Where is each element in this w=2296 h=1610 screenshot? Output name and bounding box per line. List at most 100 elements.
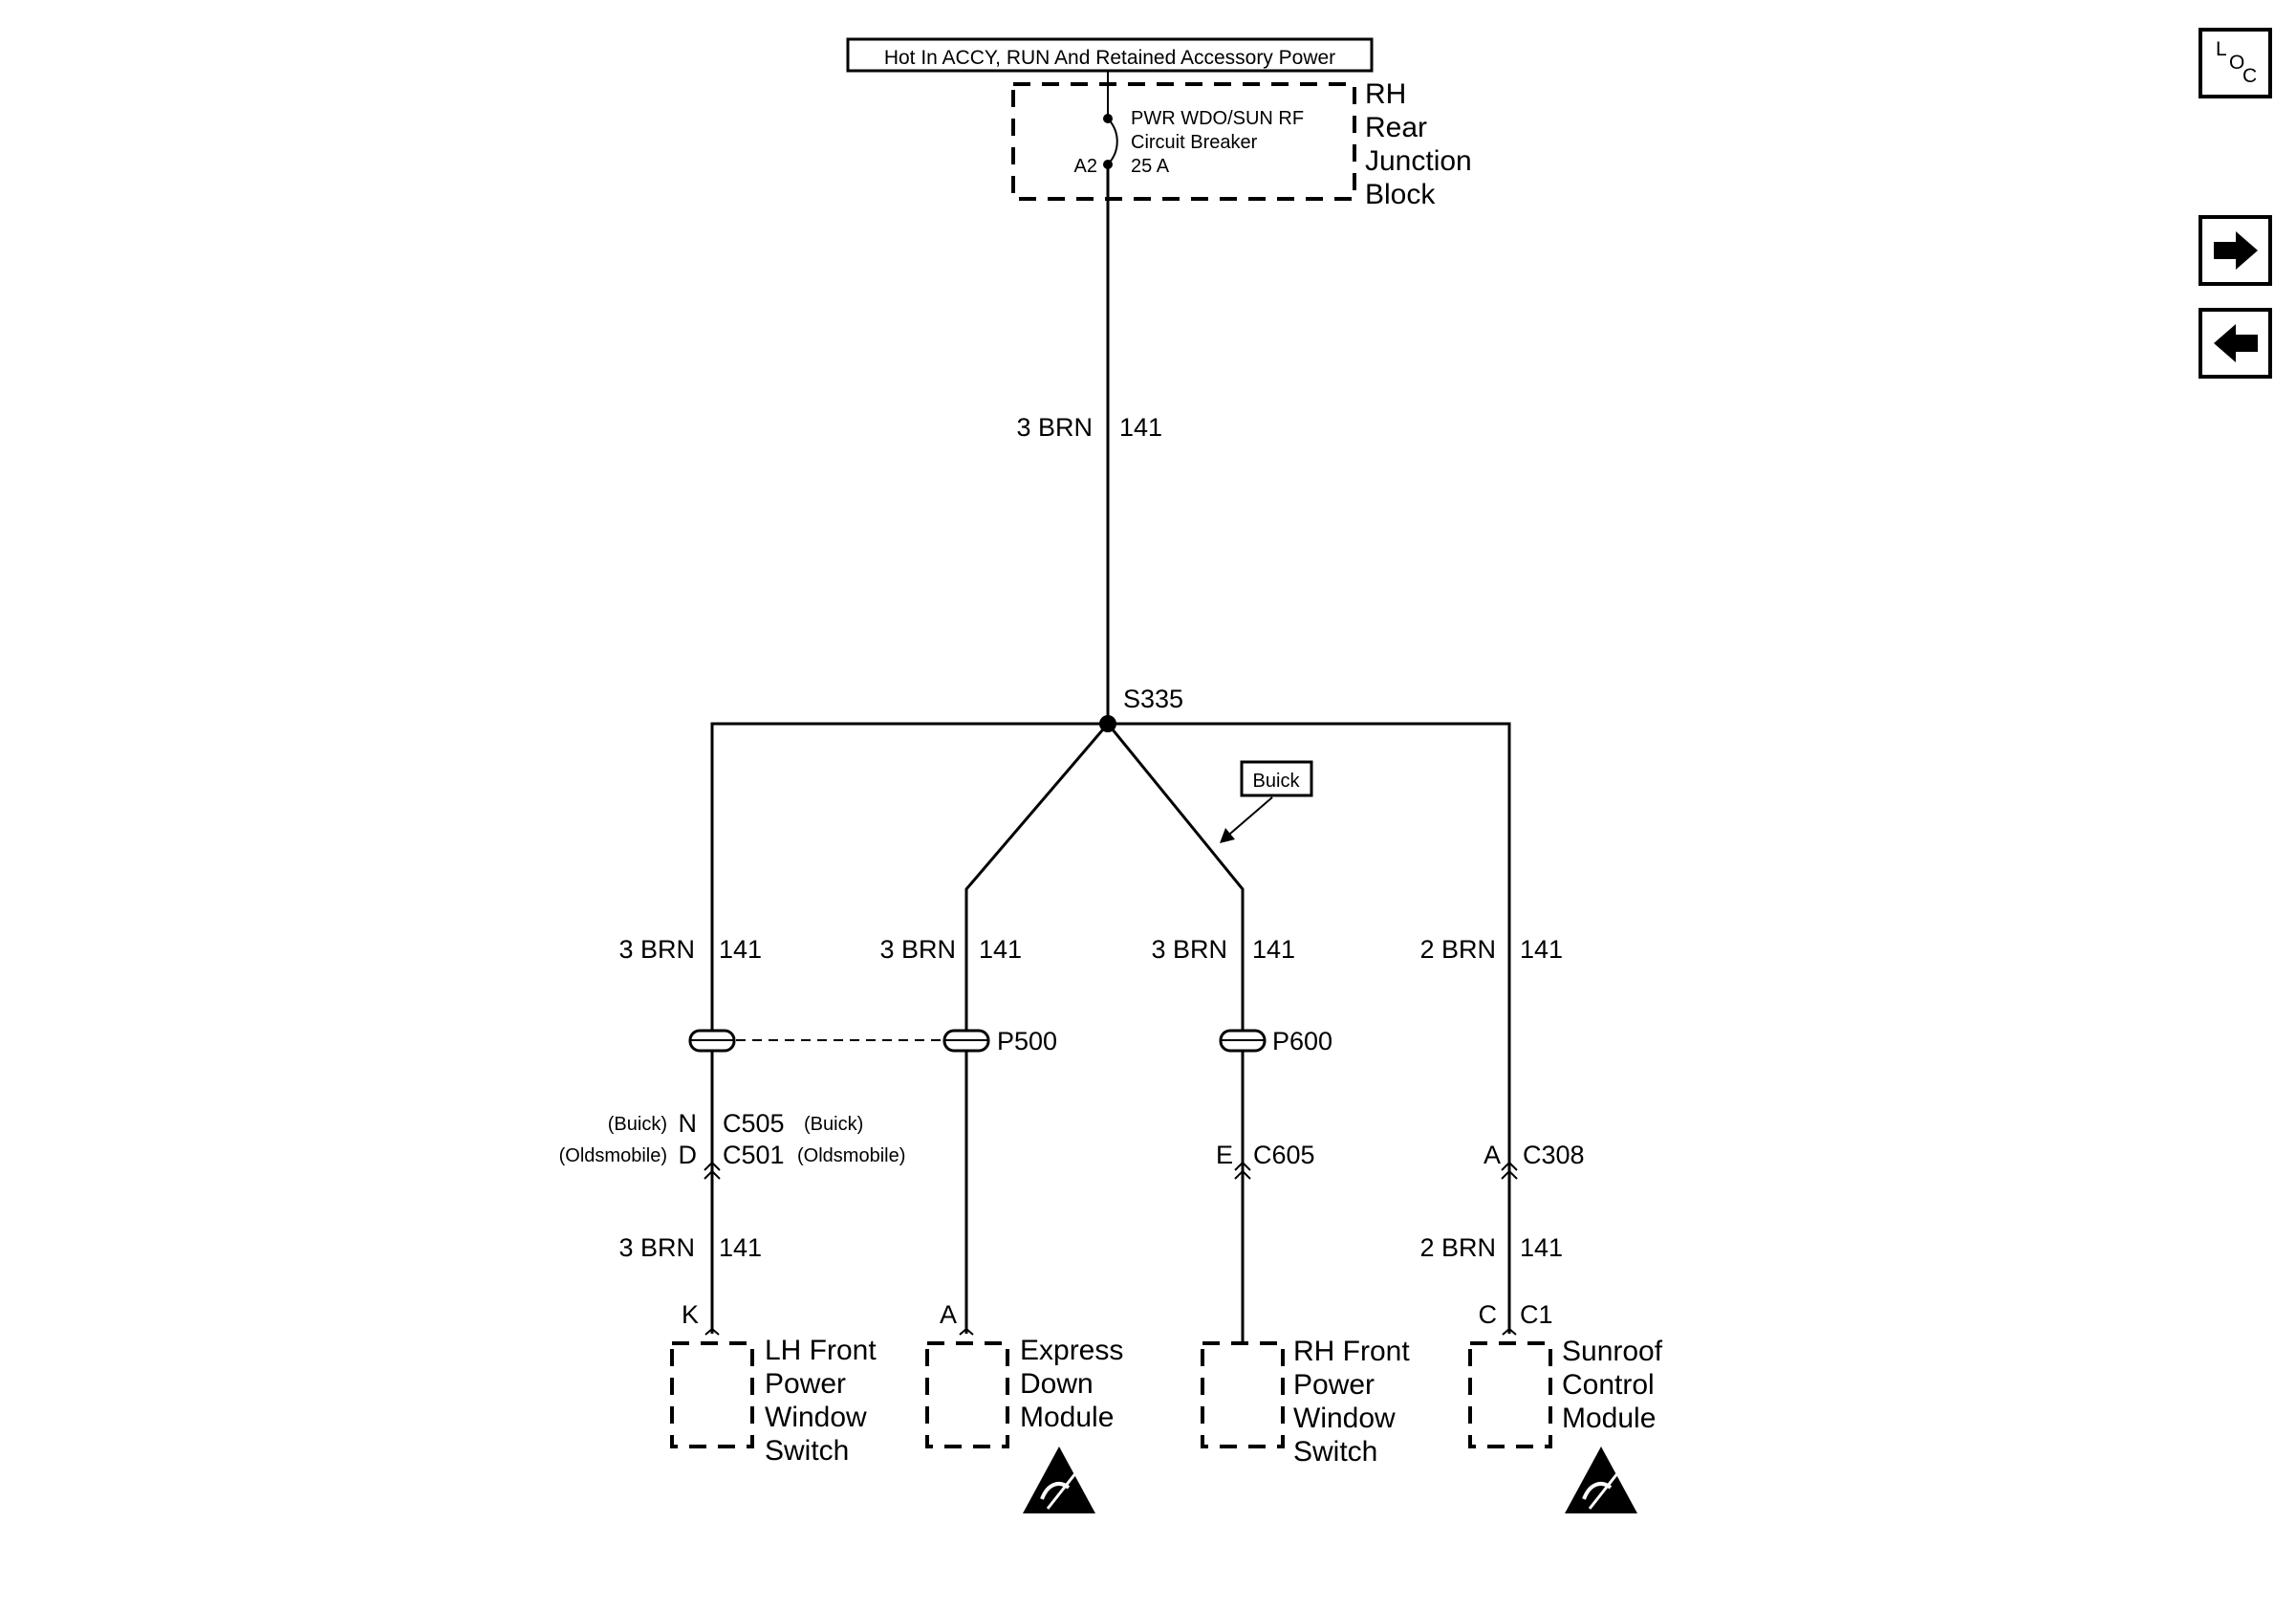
loc-button-frame — [2199, 28, 2272, 98]
express-component-pin: A — [940, 1300, 957, 1329]
loc-letter-c: C — [2242, 65, 2257, 87]
rh-conn: C605 — [1253, 1141, 1315, 1169]
rh-component-line-4: Switch — [1293, 1436, 1377, 1468]
connector-sunroof: A C308 — [1484, 1141, 1585, 1180]
rh-component-line-1: RH Front — [1293, 1336, 1410, 1367]
branch-rh-circuit: 141 — [1252, 935, 1295, 964]
power-source: Hot In ACCY, RUN And Retained Accessory … — [846, 37, 1374, 73]
next-button[interactable] — [2199, 215, 2272, 286]
lh-buick-conn: C505 — [723, 1109, 785, 1138]
circuit-breaker: PWR WDO/SUN RF Circuit Breaker 25 A A2 — [1074, 71, 1304, 177]
power-source-label: Hot In ACCY, RUN And Retained Accessory … — [884, 47, 1335, 69]
pass-through-p600: P600 — [1219, 1027, 1332, 1055]
junction-block-name-4: Block — [1365, 179, 1436, 210]
sunroof-connector-chevron-icon — [1501, 1161, 1518, 1180]
rh-component-line-2: Power — [1293, 1369, 1375, 1401]
branch-sunroof-color: 2 BRN — [1419, 935, 1496, 964]
breaker-terminal: A2 — [1074, 156, 1097, 177]
sunroof-pin-terminal-icon — [1502, 1327, 1517, 1336]
lh-olds-pin: D — [679, 1141, 698, 1169]
junction-block-name-1: RH — [1365, 78, 1406, 110]
arrow-left-icon — [2214, 324, 2258, 362]
breaker-label-3: 25 A — [1131, 156, 1170, 177]
breaker-label-1: PWR WDO/SUN RF — [1131, 108, 1304, 129]
rh-component-line-3: Window — [1293, 1403, 1396, 1434]
sunroof-pin: A — [1484, 1141, 1501, 1169]
sunroof-component-line-3: Module — [1562, 1403, 1656, 1434]
branch-express-circuit: 141 — [979, 935, 1022, 964]
lh-buick-tag: (Buick) — [804, 1114, 863, 1135]
express-component-line-2: Down — [1020, 1368, 1094, 1400]
splice-label: S335 — [1123, 685, 1183, 713]
lh-pin-terminal-icon — [704, 1327, 720, 1336]
branch-rh-wire — [1106, 723, 1245, 1343]
sunroof-conn: C308 — [1523, 1141, 1585, 1169]
connector-lh: (Buick) N C505 (Buick) (Oldsmobile) D C5… — [559, 1109, 905, 1180]
component-rh-front-window-switch: RH Front Power Window Switch — [1201, 1336, 1410, 1468]
lh-buick-pin: N — [679, 1109, 698, 1138]
lh-component-pin: K — [682, 1300, 699, 1329]
lower-sunroof-circuit: 141 — [1520, 1233, 1563, 1262]
buick-note-arrow-line — [1223, 796, 1273, 840]
breaker-element-icon — [1107, 118, 1118, 165]
loc-button[interactable]: L O C — [2199, 28, 2272, 98]
lower-lh-circuit: 141 — [719, 1233, 762, 1262]
express-component-line-1: Express — [1020, 1335, 1123, 1366]
power-source-box — [846, 37, 1374, 73]
express-pin-terminal-icon — [959, 1327, 974, 1336]
esd-slash-stroke — [1046, 1471, 1078, 1510]
component-lh-front-window-switch: K LH Front Power Window Switch — [670, 1300, 877, 1467]
branch-lh-color: 3 BRN — [618, 935, 695, 964]
express-component-outline — [925, 1341, 1009, 1448]
sunroof-component-line-2: Control — [1562, 1369, 1655, 1401]
lh-component-line-3: Window — [765, 1402, 867, 1433]
sunroof-component-conn: C1 — [1520, 1300, 1553, 1329]
branch-rh-color: 3 BRN — [1151, 935, 1227, 964]
esd-triangle-shape — [1023, 1447, 1095, 1513]
component-sunroof-control-module: C C1 Sunroof Control Module — [1468, 1300, 1663, 1513]
esd-warning-icon — [1565, 1447, 1637, 1513]
sunroof-component-line-1: Sunroof — [1562, 1336, 1663, 1367]
rh-component-outline — [1201, 1341, 1285, 1448]
pass-through-p600-label: P600 — [1272, 1027, 1332, 1055]
component-express-down-module: A Express Down Module — [925, 1300, 1123, 1513]
lh-olds-conn: C501 — [723, 1141, 785, 1169]
buick-note: Buick — [1220, 760, 1313, 843]
esd-slash-stroke — [1588, 1471, 1620, 1510]
arrow-right-icon — [2214, 231, 2258, 270]
outer-bus-wires — [710, 722, 1511, 1334]
lh-olds-tag: (Oldsmobile) — [797, 1145, 905, 1166]
lh-component-line-4: Switch — [765, 1435, 849, 1467]
rh-connector-chevron-icon — [1234, 1161, 1251, 1180]
lh-component-line-2: Power — [765, 1368, 846, 1400]
junction-block: RH Rear Junction Block PWR WDO/SUN RF Ci… — [1011, 71, 1472, 210]
lh-connector-chevron-icon — [704, 1161, 721, 1180]
lh-buick-note: (Buick) — [608, 1114, 667, 1135]
lh-component-outline — [670, 1341, 754, 1448]
buick-note-box — [1240, 760, 1313, 797]
pass-through-lh — [688, 1029, 736, 1053]
lower-lh-color: 3 BRN — [618, 1233, 695, 1262]
pass-through-p500-label: P500 — [997, 1027, 1057, 1055]
main-wire-color: 3 BRN — [1016, 413, 1093, 442]
buick-note-arrowhead-icon — [1220, 828, 1235, 843]
lower-sunroof-color: 2 BRN — [1419, 1233, 1496, 1262]
branch-lh-circuit: 141 — [719, 935, 762, 964]
lh-component-line-1: LH Front — [765, 1335, 877, 1366]
rh-pin: E — [1216, 1141, 1233, 1169]
esd-warning-icon — [1023, 1447, 1095, 1513]
sunroof-component-pin: C — [1479, 1300, 1498, 1329]
main-wire-circuit: 141 — [1119, 413, 1162, 442]
buick-note-label: Buick — [1253, 771, 1301, 792]
branch-sunroof-circuit: 141 — [1520, 935, 1563, 964]
breaker-label-2: Circuit Breaker — [1131, 132, 1258, 153]
pass-through-p500: P500 — [942, 1027, 1057, 1055]
sunroof-component-outline — [1468, 1341, 1552, 1448]
connector-rh: E C605 — [1216, 1141, 1315, 1180]
prev-button[interactable] — [2199, 308, 2272, 379]
junction-block-name-3: Junction — [1365, 145, 1472, 177]
branch-express-color: 3 BRN — [879, 935, 956, 964]
esd-triangle-shape — [1565, 1447, 1637, 1513]
loc-letter-l: L — [2216, 38, 2227, 60]
